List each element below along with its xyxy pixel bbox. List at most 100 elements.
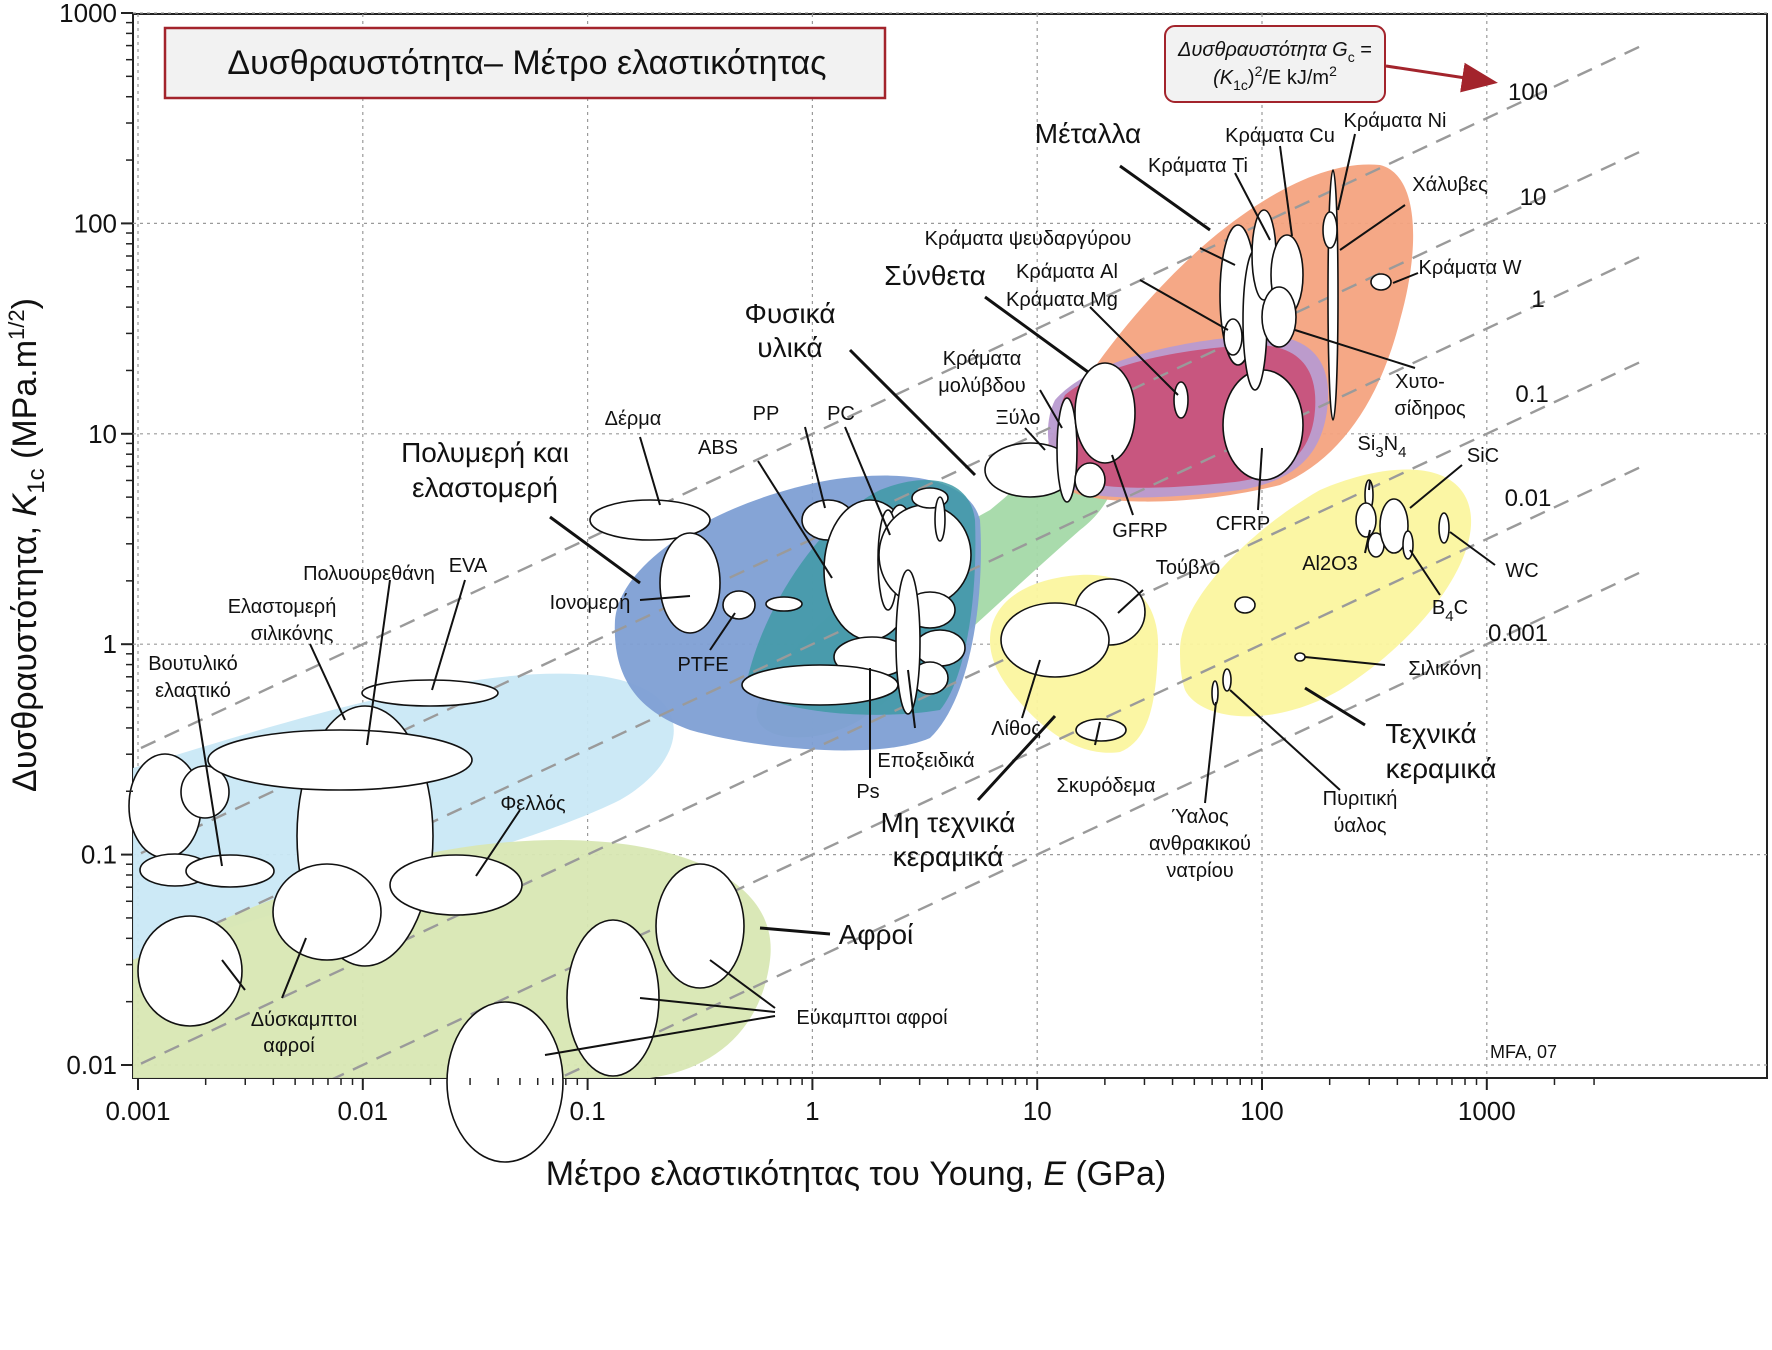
gc-definition-box: Δυσθραυστότητα Gc = (K1c)2/E kJ/m2: [1164, 25, 1498, 103]
wc-label: WC: [1505, 560, 1538, 582]
brick-label: Τούβλο: [1156, 557, 1220, 579]
al-label: Κράματα Al: [1016, 261, 1118, 283]
stone-bubble: [1000, 602, 1110, 678]
rigid-foams-label-1: Δύσκαμπτοι: [251, 1009, 357, 1031]
x-tick-label: 1: [805, 1096, 819, 1126]
y-tick-label: 100: [74, 208, 117, 238]
silicone-elastomer-label-1: Ελαστομερή: [228, 596, 337, 618]
gfrp-bubble: [1074, 362, 1136, 464]
silicon-bubble: [1294, 652, 1306, 662]
gc-def-l2d: 2: [1255, 63, 1263, 79]
borosilicate-label-1: Πυριτική: [1323, 788, 1398, 810]
leather-bubble: [589, 499, 711, 541]
si3n4-label: Si3N4: [1358, 433, 1407, 461]
gc-guide-line: [556, 569, 1645, 1078]
butyl-label-2: ελαστικό: [155, 680, 231, 702]
lead-label-2: μολύβδου: [938, 375, 1025, 397]
wood-tall-bubble: [1056, 397, 1078, 503]
guide-line-labels: 100 10 1 0.1 0.01 0.001: [1488, 79, 1551, 647]
metals-label: Μέταλλα: [1035, 118, 1141, 149]
flexible-foam-bubble-3: [446, 1001, 564, 1163]
concrete-bubble: [1075, 718, 1127, 742]
gc-1-label: 1: [1531, 286, 1544, 313]
title-box: Δυσθραυστότητα– Μέτρο ελαστικότητας: [163, 26, 887, 100]
castiron-label-1: Χυτο-: [1395, 371, 1445, 393]
ylabel-a: Δυσθραυστότητα,: [6, 516, 44, 791]
y-tick-label: 10: [88, 419, 117, 449]
gc-def-l2c: ): [1248, 67, 1255, 89]
leader-lines: [194, 133, 1496, 1056]
cfrp-bubble: [1222, 369, 1304, 481]
nontech-ceramics-label-1: Μη τεχνικά: [881, 807, 1016, 838]
cork-label: Φελλός: [500, 793, 566, 815]
ni-alloys-bubble: [1322, 211, 1338, 249]
rigid-foams-label-2: αφροί: [263, 1035, 315, 1057]
silicon-label: Σιλικόνη: [1408, 658, 1481, 680]
x-tick-label: 0.01: [337, 1096, 388, 1126]
x-tick-label: 1000: [1458, 1096, 1516, 1126]
y-axis-title: Δυσθραυστότητα, K1c (MPa.m1/2): [4, 298, 50, 792]
cfrp-label: CFRP: [1216, 513, 1270, 535]
gc-0001-label: 0.001: [1488, 620, 1548, 647]
gc-guide-line: [133, 359, 1645, 1069]
silicone-elastomer-label-2: σιλικόνης: [251, 623, 334, 645]
gc-def-sub: c: [1348, 49, 1355, 65]
borosilicate-label-2: ύαλος: [1334, 815, 1387, 837]
eva-bubble: [361, 679, 499, 707]
material-bubbles: [128, 169, 1450, 1163]
xlabel-a: Μέτρο ελαστικότητας του Young,: [546, 1155, 1044, 1193]
gc-100-label: 100: [1508, 79, 1548, 106]
ylabel-c: 1c: [23, 468, 50, 493]
ylabel-e: 1/2: [4, 309, 29, 340]
svg-text:Δυσθραυστότητα Gc =: Δυσθραυστότητα Gc =: [1177, 39, 1372, 65]
ylabel-f: ): [6, 298, 44, 309]
b4c-a: B: [1432, 597, 1445, 619]
stone-label: Λίθος: [991, 718, 1041, 740]
castiron-bubble: [1261, 286, 1297, 348]
pu-bubble: [207, 729, 473, 791]
x-tick-label: 0.1: [570, 1096, 606, 1126]
y-tick-label: 0.1: [81, 840, 117, 870]
flexible-foam-bubble-2: [566, 919, 660, 1077]
y-tick-label: 0.01: [66, 1050, 117, 1080]
eva-label: EVA: [449, 555, 488, 577]
polymer-large-bubble: [878, 504, 972, 606]
cu-label: Κράματα Cu: [1225, 125, 1335, 147]
ylabel-d: (MPa.m: [6, 340, 44, 468]
xlabel-b: E: [1043, 1155, 1066, 1193]
pu-label: Πολυουρεθάνη: [303, 563, 435, 585]
gfrp-label: GFRP: [1112, 520, 1168, 542]
al2o3-label: Al2O3: [1302, 553, 1358, 575]
ceramic-small-bubble: [1234, 596, 1256, 614]
y-tick-label: 1000: [59, 0, 117, 28]
epoxy-bubble: [895, 569, 921, 715]
zn-label: Κράματα ψευδαργύρου: [925, 228, 1132, 250]
gc-def-l2e: /E kJ/m: [1262, 67, 1329, 89]
al-alloys-bubble: [1223, 318, 1243, 356]
wc-bubble: [1438, 512, 1450, 544]
si3n4-a: Si: [1358, 433, 1376, 455]
w-label: Κράματα W: [1419, 257, 1522, 279]
x-tick-label: 0.001: [105, 1096, 170, 1126]
b4c-label: B4C: [1432, 597, 1468, 625]
wood-label: Ξύλο: [996, 407, 1041, 429]
si3n4-b: 3: [1375, 444, 1383, 461]
w-alloys-bubble: [1370, 273, 1392, 291]
epoxies-label: Εποξειδικά: [877, 750, 974, 772]
sic-label: SiC: [1467, 445, 1499, 467]
natural-label-2: υλικά: [757, 332, 822, 363]
tech-ceramics-label-1: Τεχνικά: [1385, 718, 1476, 749]
ylabel-b: K: [6, 492, 44, 516]
gc-def-eq: =: [1355, 39, 1372, 61]
gc-001-label: 0.01: [1505, 485, 1552, 512]
b4c-c: C: [1454, 597, 1468, 619]
si3n4-c: N: [1384, 433, 1398, 455]
b4c-b: 4: [1445, 608, 1453, 625]
svg-text:(K1c)2/E kJ/m2: (K1c)2/E kJ/m2: [1213, 63, 1337, 93]
gc-01-label: 0.1: [1515, 381, 1548, 408]
gc-guide-line: [133, 43, 1645, 754]
ni-label: Κράματα Ni: [1344, 110, 1447, 132]
gc-10-label: 10: [1520, 184, 1547, 211]
foams-label: Αφροί: [839, 919, 914, 950]
